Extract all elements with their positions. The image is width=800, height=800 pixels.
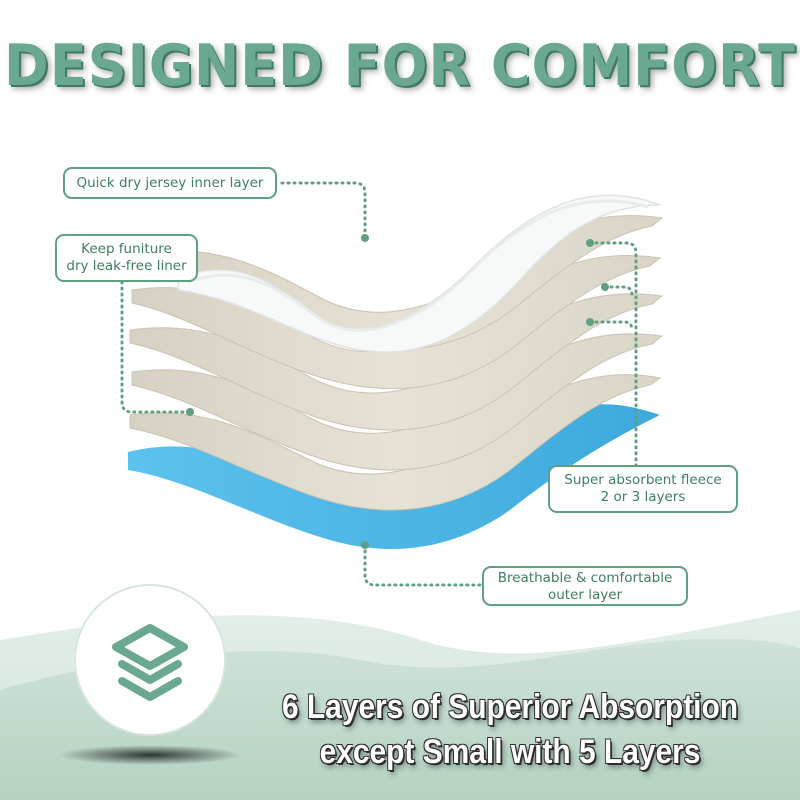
callout-fleece-line2: 2 or 3 layers <box>600 489 686 505</box>
tagline-line-2: except Small with 5 Layers <box>319 733 701 771</box>
callout-fleece-line1: Super absorbent fleece <box>564 472 722 488</box>
callout-liner-line1: Keep funiture <box>81 241 172 257</box>
jersey-texture <box>187 199 649 332</box>
callout-jersey-text: Quick dry jersey inner layer <box>76 175 264 191</box>
tagline-line-1: 6 Layers of Superior Absorption <box>281 688 739 726</box>
callout-jersey-layer: Quick dry jersey inner layer <box>63 167 277 199</box>
callout-outer-layer: Breathable & comfortable outer layer <box>482 566 688 606</box>
callout-leak-free-liner: Keep funiture dry leak-free liner <box>55 234 198 282</box>
stacked-layers-icon <box>74 584 226 736</box>
callout-liner-line2: dry leak-free liner <box>66 258 187 274</box>
connector-lines <box>120 181 638 587</box>
callout-outer-line2: outer layer <box>547 587 623 603</box>
connector-dots <box>186 234 609 549</box>
icon-floor-shadow <box>58 745 242 765</box>
page-title: DESIGNED FOR COMFORT <box>4 32 796 99</box>
callout-absorbent-fleece: Super absorbent fleece 2 or 3 layers <box>548 465 738 513</box>
callout-outer-line1: Breathable & comfortable <box>497 570 673 586</box>
